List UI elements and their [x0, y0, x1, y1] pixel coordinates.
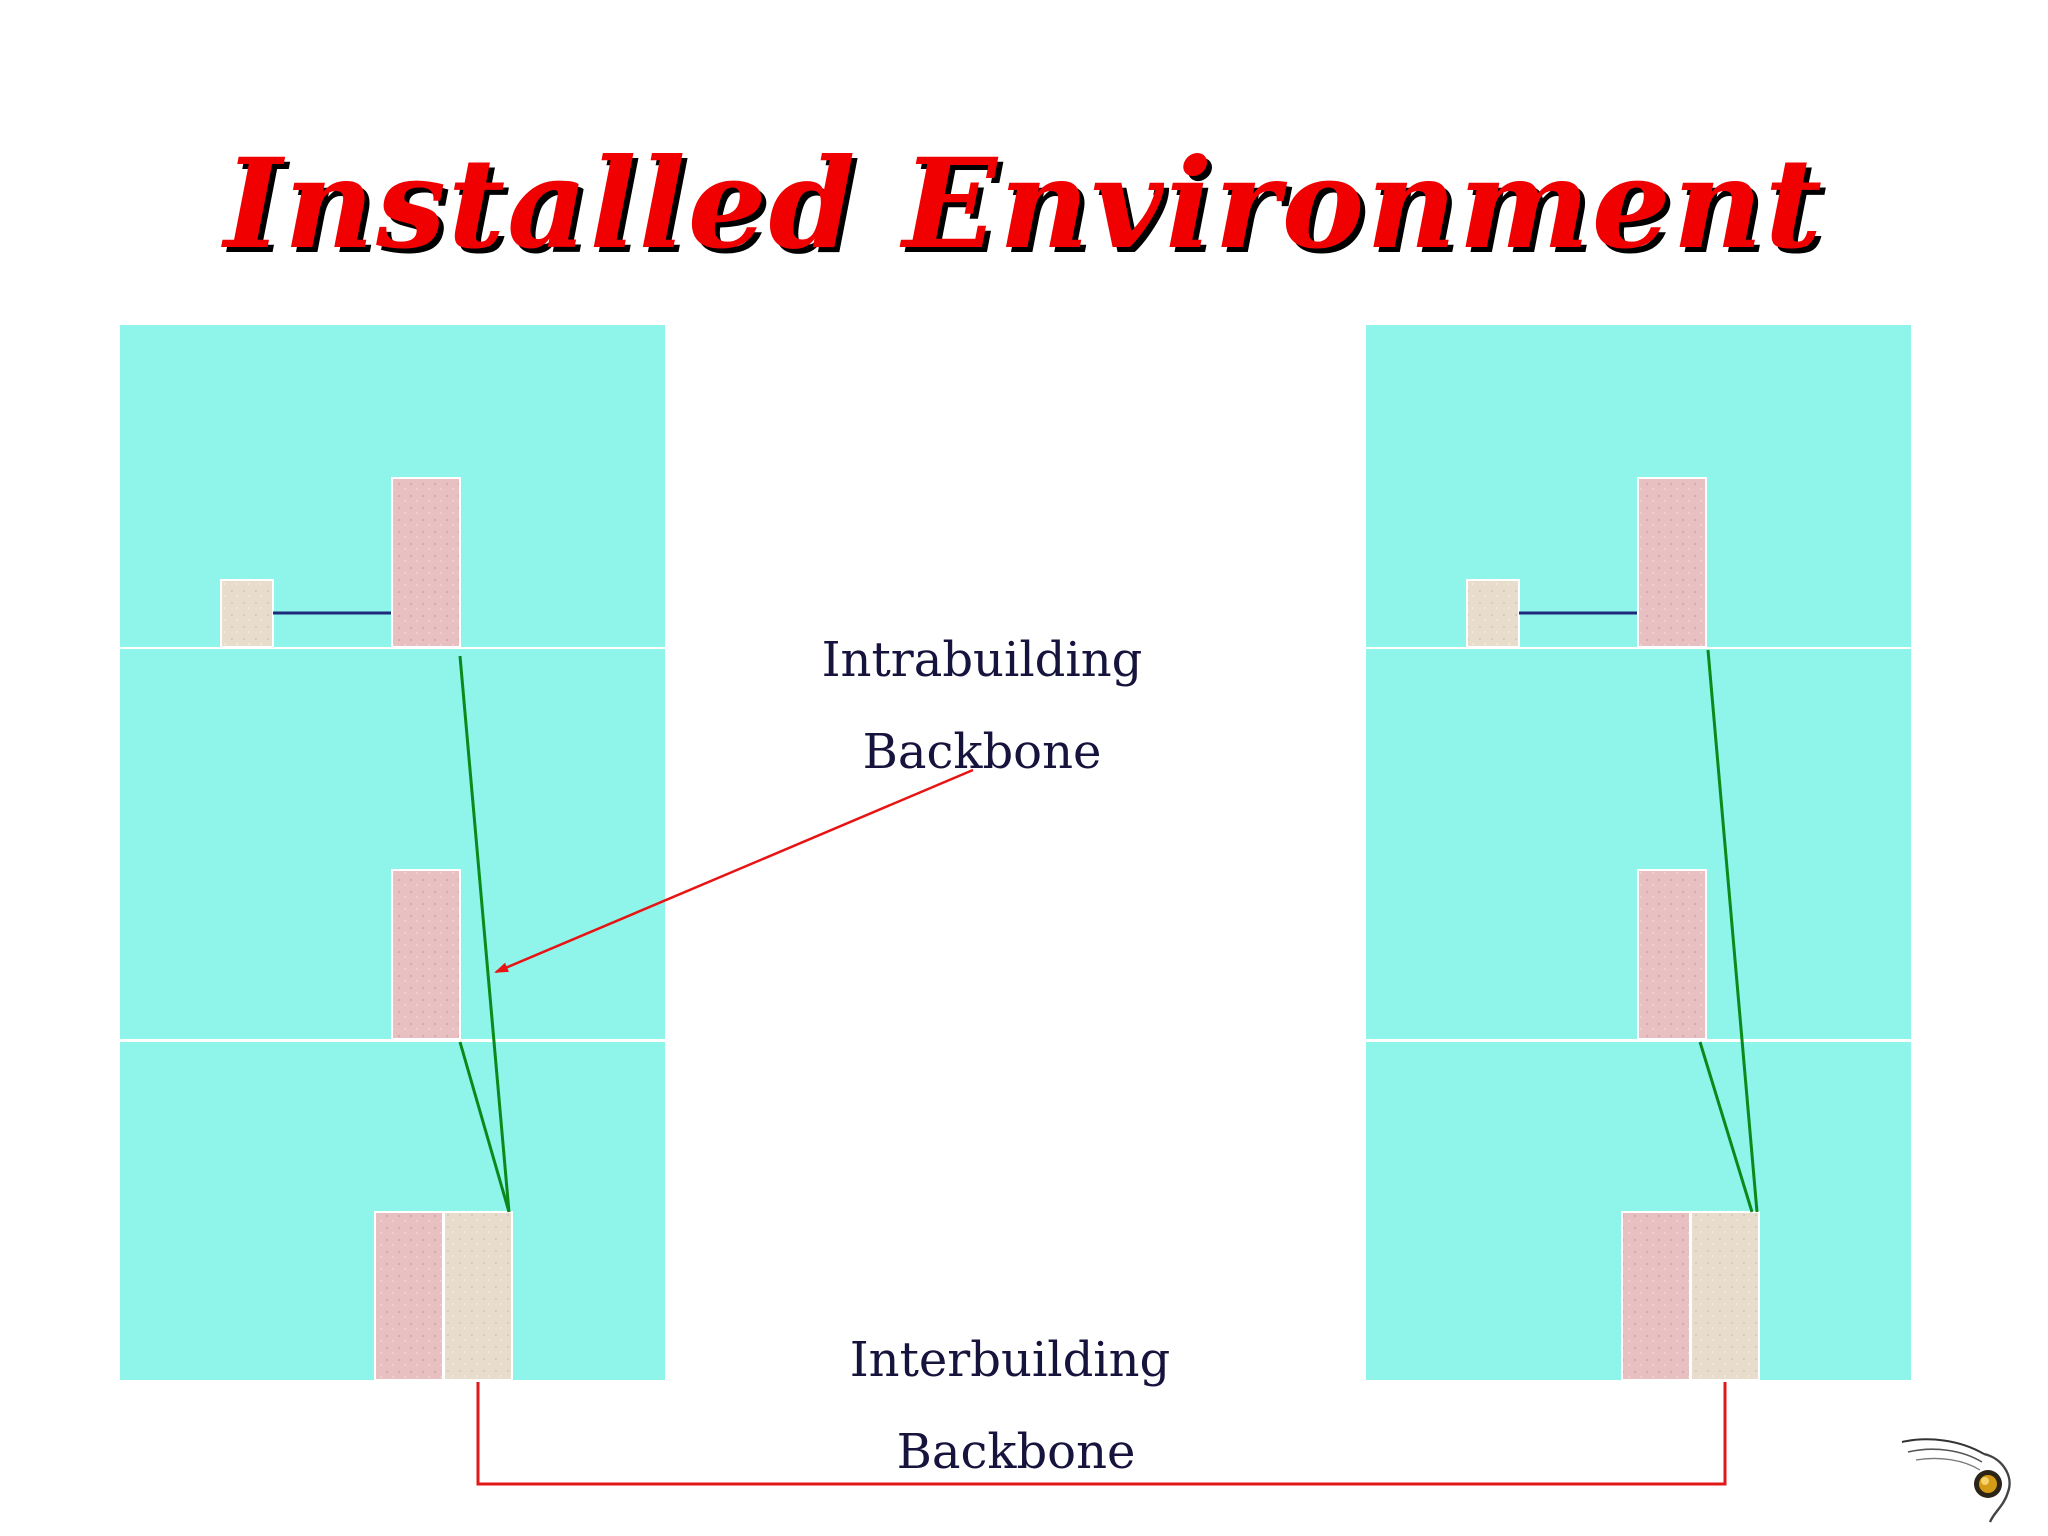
telecom-closet-floor-3 — [391, 477, 461, 648]
telecom-closet-floor-3 — [1637, 477, 1707, 648]
backbone-cable-floor-2 — [458, 1041, 511, 1213]
backbone-cable-floor-3 — [458, 655, 511, 1213]
entrance-facility-rack — [443, 1211, 513, 1381]
backbone-cable-floor-2 — [1698, 1041, 1754, 1213]
interbuilding-backbone-cable — [476, 1382, 1727, 1486]
slide-title: Installed Environment — [223, 132, 1825, 277]
swirl-logo-icon — [1901, 1438, 2011, 1523]
telecom-closet-floor-2 — [391, 869, 461, 1040]
workstation-outlet — [220, 579, 274, 648]
building-right — [1366, 325, 1911, 1381]
equipment-room-rack — [374, 1211, 444, 1381]
workstation-outlet — [1466, 579, 1520, 648]
intrabuilding-label-line1: Intrabuilding — [821, 632, 1143, 688]
interbuilding-label-line1: Interbuilding — [849, 1332, 1171, 1388]
entrance-facility-rack — [1690, 1211, 1760, 1381]
intrabuilding-label-line2: Backbone — [862, 724, 1102, 780]
telecom-closet-floor-2 — [1637, 869, 1707, 1040]
interbuilding-label-line2: Backbone — [896, 1424, 1136, 1480]
building-left — [120, 325, 665, 1381]
equipment-room-rack — [1621, 1211, 1691, 1381]
backbone-cable-floor-3 — [1706, 649, 1759, 1213]
intrabuilding-pointer-arrow — [494, 768, 974, 974]
